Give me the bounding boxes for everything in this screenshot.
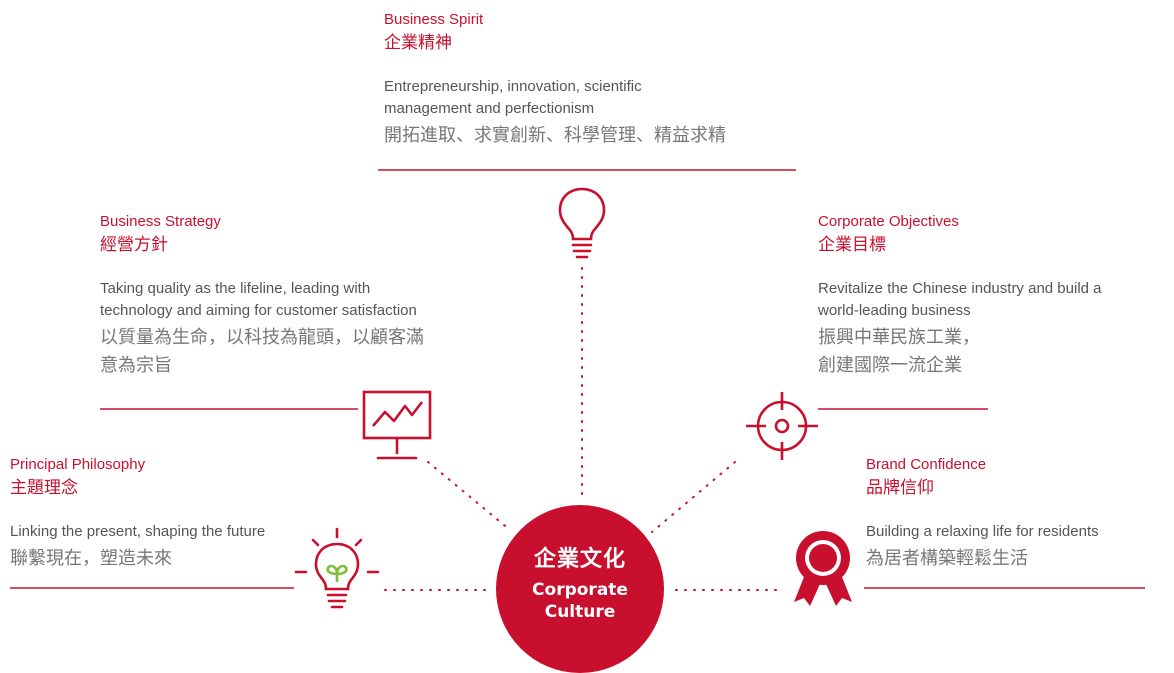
spirit-desc-zh-1: 開拓進取、求實創新、科學管理、精益求精	[384, 125, 726, 146]
spirit-title-zh: 企業精神	[384, 33, 452, 53]
objectives-desc-en-1: Revitalize the Chinese industry and buil…	[818, 280, 1102, 297]
philosophy-title-zh: 主題理念	[10, 478, 78, 498]
strategy-desc-en-2: technology and aiming for customer satis…	[100, 302, 417, 319]
philosophy-desc-zh-1: 聯繫現在，塑造未來	[10, 548, 172, 569]
center-title-zh: 企業文化	[533, 547, 626, 572]
idea-bulb-icon	[294, 527, 380, 609]
spirit-desc-en-2: management and perfectionism	[384, 100, 595, 117]
center-title-en-line1: Corporate	[532, 580, 628, 600]
philosophy-block: Principal Philosophy 主題理念 Linking the pr…	[10, 455, 340, 573]
center-circle: 企業文化 Corporate Culture	[496, 505, 664, 673]
objectives-desc-zh-2: 創建國際一流企業	[818, 355, 962, 376]
target-icon	[746, 392, 818, 460]
philosophy-title-en: Principal Philosophy	[10, 456, 146, 473]
confidence-title-zh: 品牌信仰	[866, 478, 934, 498]
objectives-block: Corporate Objectives 企業目標 Revitalize the…	[818, 212, 1174, 380]
strategy-desc-zh-1: 以質量為生命，以科技為龍頭，以顧客滿	[100, 327, 424, 348]
strategy-block: Business Strategy 經營方針 Taking quality as…	[100, 212, 520, 380]
strategy-desc-en-1: Taking quality as the lifeline, leading …	[100, 280, 371, 297]
strategy-title-en: Business Strategy	[100, 213, 221, 230]
lightbulb-icon	[558, 187, 606, 259]
award-ribbon-icon	[794, 531, 852, 606]
objectives-title-zh: 企業目標	[818, 235, 886, 255]
confidence-desc-en-1: Building a relaxing life for residents	[866, 523, 1099, 540]
center-title-en-line2: Culture	[544, 602, 616, 622]
confidence-block: Brand Confidence 品牌信仰 Building a relaxin…	[866, 455, 1166, 573]
strategy-title-zh: 經營方針	[100, 235, 168, 255]
strategy-desc-zh-2: 意為宗旨	[100, 355, 172, 376]
objectives-title-en: Corporate Objectives	[818, 213, 959, 230]
connector-strategy	[427, 461, 511, 531]
connector-objectives	[651, 461, 736, 533]
monitor-chart-icon	[362, 390, 432, 460]
spirit-title-en: Business Spirit	[384, 11, 484, 28]
spirit-block: Business Spirit 企業精神 Entrepreneurship, i…	[384, 10, 804, 150]
confidence-title-en: Brand Confidence	[866, 456, 987, 473]
objectives-desc-en-2: world-leading business	[818, 302, 971, 319]
objectives-desc-zh-1: 振興中華民族工業，	[818, 327, 980, 348]
spirit-desc-en-1: Entrepreneurship, innovation, scientific	[384, 78, 642, 95]
confidence-desc-zh-1: 為居者構築輕鬆生活	[866, 548, 1028, 569]
philosophy-desc-en-1: Linking the present, shaping the future	[10, 523, 266, 540]
